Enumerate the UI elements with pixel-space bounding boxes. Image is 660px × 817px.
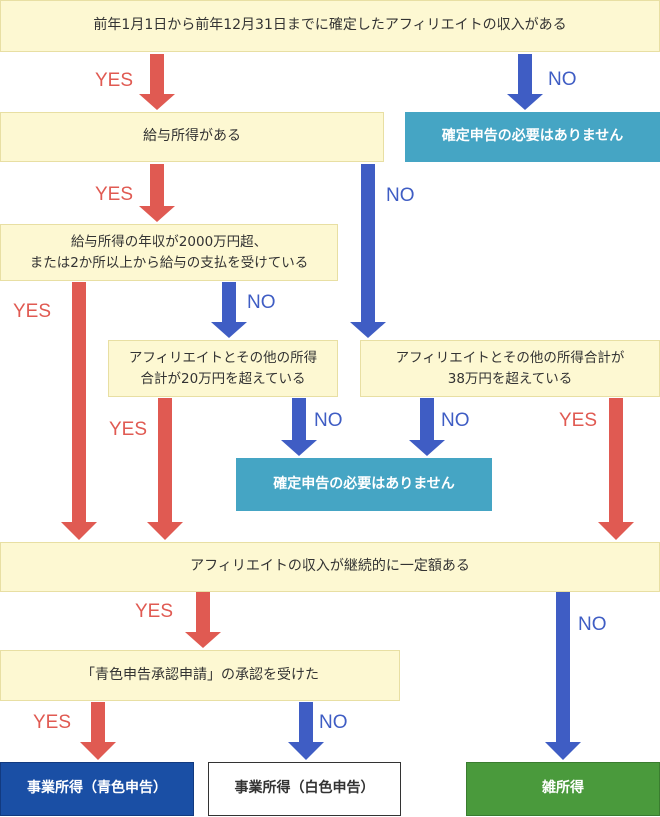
label-q3-yes: YES — [13, 301, 52, 322]
label-q4-no: NO — [314, 410, 343, 431]
label-q7-yes: YES — [33, 712, 72, 733]
label-q2-yes: YES — [95, 184, 134, 205]
question-salary-over-20m-line1: 給与所得の年収が2000万円超、 — [70, 233, 268, 250]
arrow-q7-no — [288, 702, 324, 760]
result-business-white-text: 事業所得（白色申告） — [234, 780, 375, 797]
question-blue-approval-text: 「青色申告承認申請」の承認を受けた — [81, 666, 319, 683]
result-no-filing-mid-text: 確定申告の必要はありません — [273, 475, 455, 492]
arrow-q1-yes — [139, 54, 175, 110]
label-q7-no: NO — [319, 712, 348, 733]
arrow-q3-no — [211, 282, 247, 338]
result-business-blue-text: 事業所得（青色申告） — [27, 780, 167, 797]
question-continuous-income: アフィリエイトの収入が継続的に一定額ある — [0, 542, 660, 592]
question-affiliate-income-text: 前年1月1日から前年12月31日までに確定したアフィリエイトの収入がある — [93, 17, 567, 34]
question-salary-income-text: 給与所得がある — [143, 128, 241, 145]
arrow-q5-yes — [598, 398, 634, 540]
question-total-over-200k-line2: 合計が20万円を超えている — [140, 370, 306, 387]
question-affiliate-income: 前年1月1日から前年12月31日までに確定したアフィリエイトの収入がある — [0, 0, 660, 52]
result-misc-income: 雑所得 — [466, 762, 660, 816]
label-q5-no: NO — [441, 410, 470, 431]
arrow-q5-no — [409, 398, 445, 456]
question-total-over-380k: アフィリエイトとその他の所得合計が 38万円を超えている — [360, 340, 660, 397]
result-no-filing-top: 確定申告の必要はありません — [405, 112, 660, 162]
arrow-q2-no — [350, 164, 386, 338]
arrow-q7-yes — [80, 702, 116, 760]
result-no-filing-mid: 確定申告の必要はありません — [236, 458, 492, 511]
result-business-white: 事業所得（白色申告） — [208, 762, 401, 816]
question-continuous-income-text: アフィリエイトの収入が継続的に一定額ある — [190, 558, 470, 575]
question-salary-over-20m-line2: または2か所以上から給与の支払を受けている — [29, 254, 309, 271]
arrow-q1-no — [507, 54, 543, 110]
result-no-filing-top-text: 確定申告の必要はありません — [441, 128, 624, 145]
label-q3-no: NO — [247, 292, 276, 313]
label-q1-yes: YES — [95, 70, 134, 91]
label-q1-no: NO — [548, 69, 577, 90]
question-salary-income: 給与所得がある — [0, 112, 384, 162]
label-q6-no: NO — [578, 614, 607, 635]
result-misc-income-text: 雑所得 — [542, 780, 584, 797]
question-blue-approval: 「青色申告承認申請」の承認を受けた — [0, 650, 400, 701]
question-total-over-200k: アフィリエイトとその他の所得 合計が20万円を超えている — [108, 340, 338, 397]
arrow-q2-yes — [139, 164, 175, 222]
label-q2-no: NO — [386, 185, 415, 206]
arrow-q3-yes — [61, 282, 97, 540]
question-salary-over-20m: 給与所得の年収が2000万円超、 または2か所以上から給与の支払を受けている — [0, 224, 338, 281]
label-q5-yes: YES — [559, 410, 598, 431]
arrow-q6-no — [545, 592, 581, 760]
question-total-over-380k-line1: アフィリエイトとその他の所得合計が — [395, 349, 625, 366]
label-q4-yes: YES — [109, 419, 148, 440]
arrow-q6-yes — [185, 592, 221, 648]
question-total-over-380k-line2: 38万円を超えている — [447, 370, 573, 387]
label-q6-yes: YES — [135, 601, 174, 622]
result-business-blue: 事業所得（青色申告） — [0, 762, 194, 816]
arrow-q4-no — [281, 398, 317, 456]
question-total-over-200k-line1: アフィリエイトとその他の所得 — [128, 349, 318, 366]
arrow-q4-yes — [147, 398, 183, 540]
